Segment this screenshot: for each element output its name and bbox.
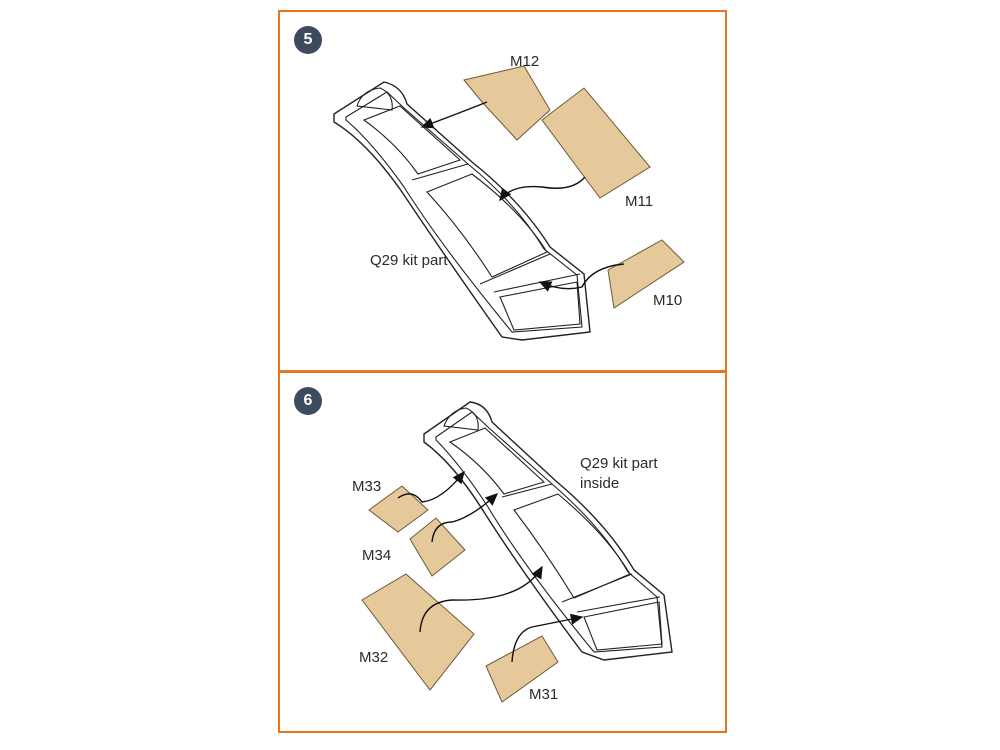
step-6-panel: 6 M33 M34 M32 M31 Q29 kit part: [278, 371, 727, 733]
step-5-diagram: M12 M11 M10 Q29 kit part: [333, 53, 685, 341]
mask-m11: [541, 87, 651, 199]
label-m10: M10: [653, 292, 682, 309]
label-m34: M34: [362, 547, 391, 564]
label-m11: M11: [625, 193, 653, 210]
mask-m31: [485, 635, 559, 703]
mask-m34: [409, 517, 466, 577]
label-kit-part-line2: inside: [580, 475, 619, 492]
label-kit-part: Q29 kit part: [370, 252, 448, 269]
step-6-diagram: M33 M34 M32 M31 Q29 kit part inside: [352, 401, 673, 703]
step-5-panel: 5 M12 M11 M10 Q29 kit par: [278, 10, 727, 372]
step-number-badge: 6: [294, 387, 322, 415]
label-m12: M12: [510, 53, 539, 70]
mask-m12: [463, 65, 551, 141]
step-number-badge: 5: [294, 26, 322, 54]
mask-m33: [368, 485, 429, 533]
label-kit-part-line1: Q29 kit part: [580, 455, 658, 472]
label-m33: M33: [352, 478, 381, 495]
canopy-kit-part: [423, 401, 673, 661]
mask-m32: [361, 573, 475, 691]
label-m32: M32: [359, 649, 388, 666]
label-m31: M31: [529, 686, 558, 703]
mask-m10: [607, 239, 685, 309]
